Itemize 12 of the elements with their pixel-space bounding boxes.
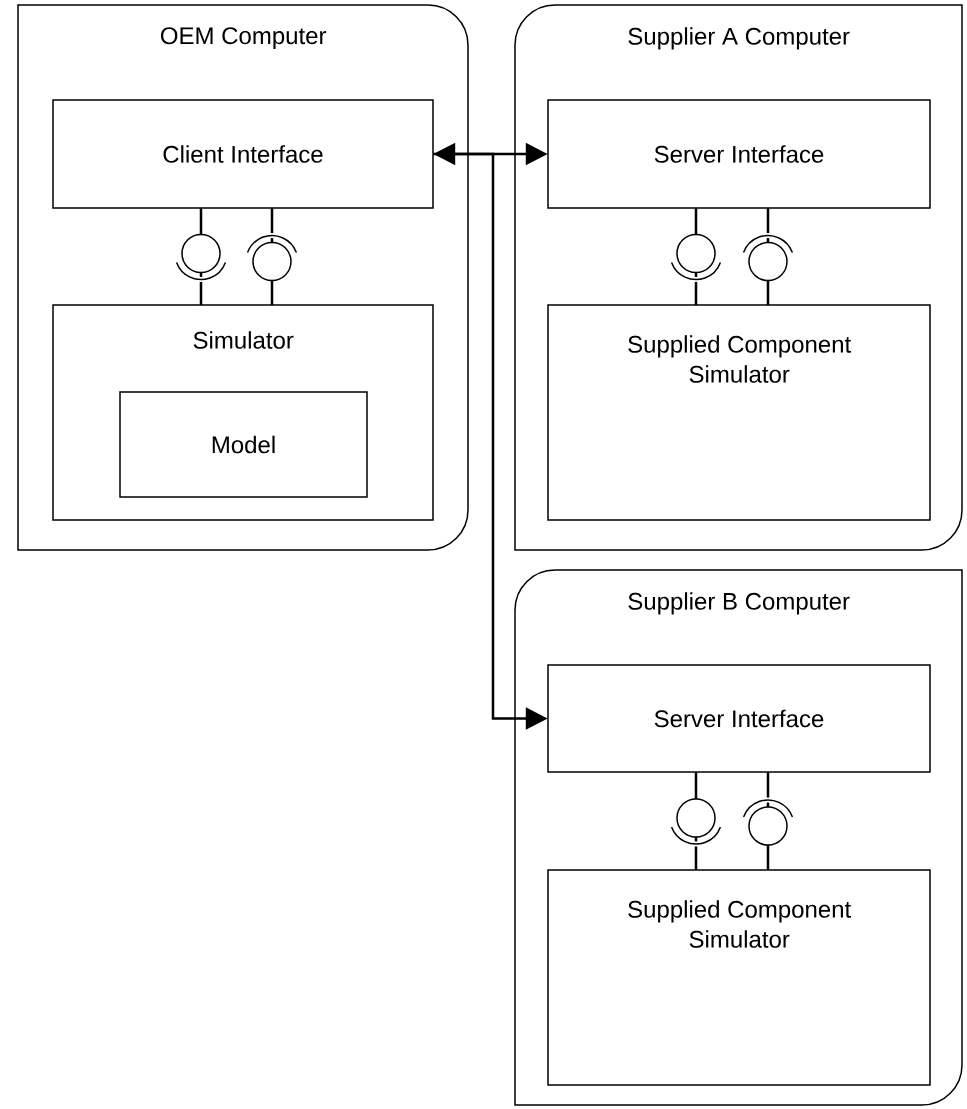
component-box: Supplied Component Simulator [547, 304, 931, 521]
component-box: Supplied Component Simulator [547, 869, 931, 1086]
ball-socket-connector [742, 208, 794, 305]
component-box: Client Interface [52, 99, 434, 209]
component-box: Server Interface [547, 664, 931, 773]
ball-socket-connector [742, 772, 794, 870]
ball-socket-connector [175, 208, 227, 305]
component-box: Model [119, 391, 368, 498]
ball-socket-connector [670, 208, 722, 305]
component-box: Server Interface [547, 99, 931, 209]
ball-socket-connector [246, 208, 298, 305]
ball-socket-connector [670, 772, 722, 870]
